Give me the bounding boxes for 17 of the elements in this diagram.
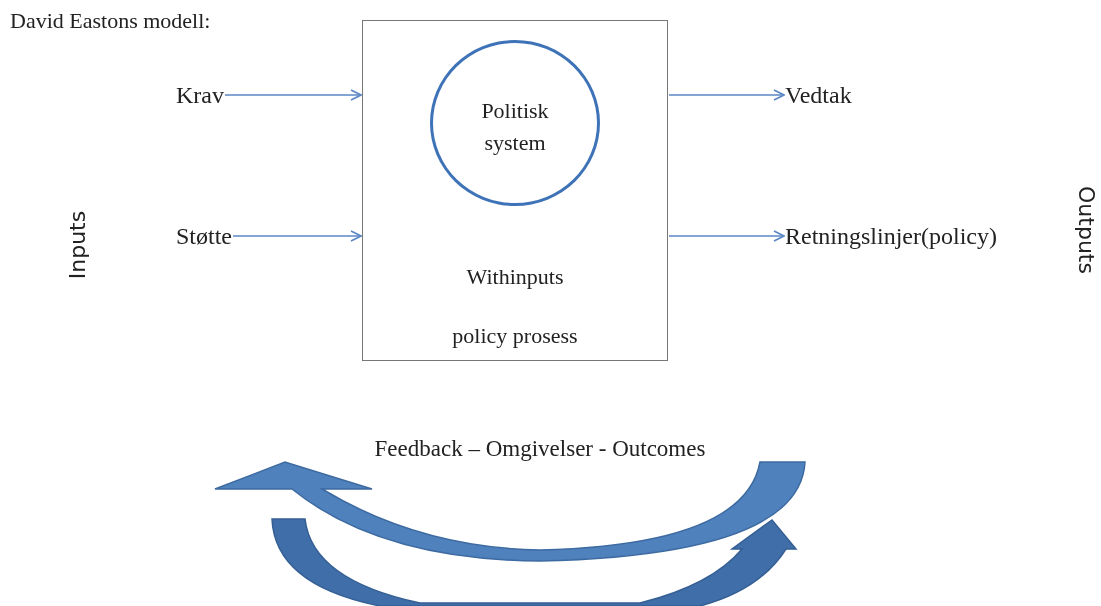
flow-label: Vedtak: [785, 80, 852, 110]
system-circle: [430, 40, 600, 206]
feedback-label: Feedback – Omgivelser - Outcomes: [374, 435, 706, 463]
box-text: policy prosess: [451, 323, 579, 350]
circle-text: Politisk system: [480, 97, 550, 157]
flow-label: Støtte: [176, 221, 232, 251]
arrow: [668, 230, 785, 242]
side-label: Outputs: [1073, 186, 1100, 274]
arrow: [668, 89, 785, 101]
flow-label: Retningslinjer(policy): [785, 221, 997, 251]
title: David Eastons modell:: [10, 8, 211, 35]
system-box: [362, 20, 668, 361]
flow-label: Krav: [176, 80, 224, 110]
arrow: [224, 89, 362, 101]
arrow: [232, 230, 362, 242]
box-text: Withinputs: [465, 264, 565, 291]
side-label: Inputs: [64, 210, 91, 280]
